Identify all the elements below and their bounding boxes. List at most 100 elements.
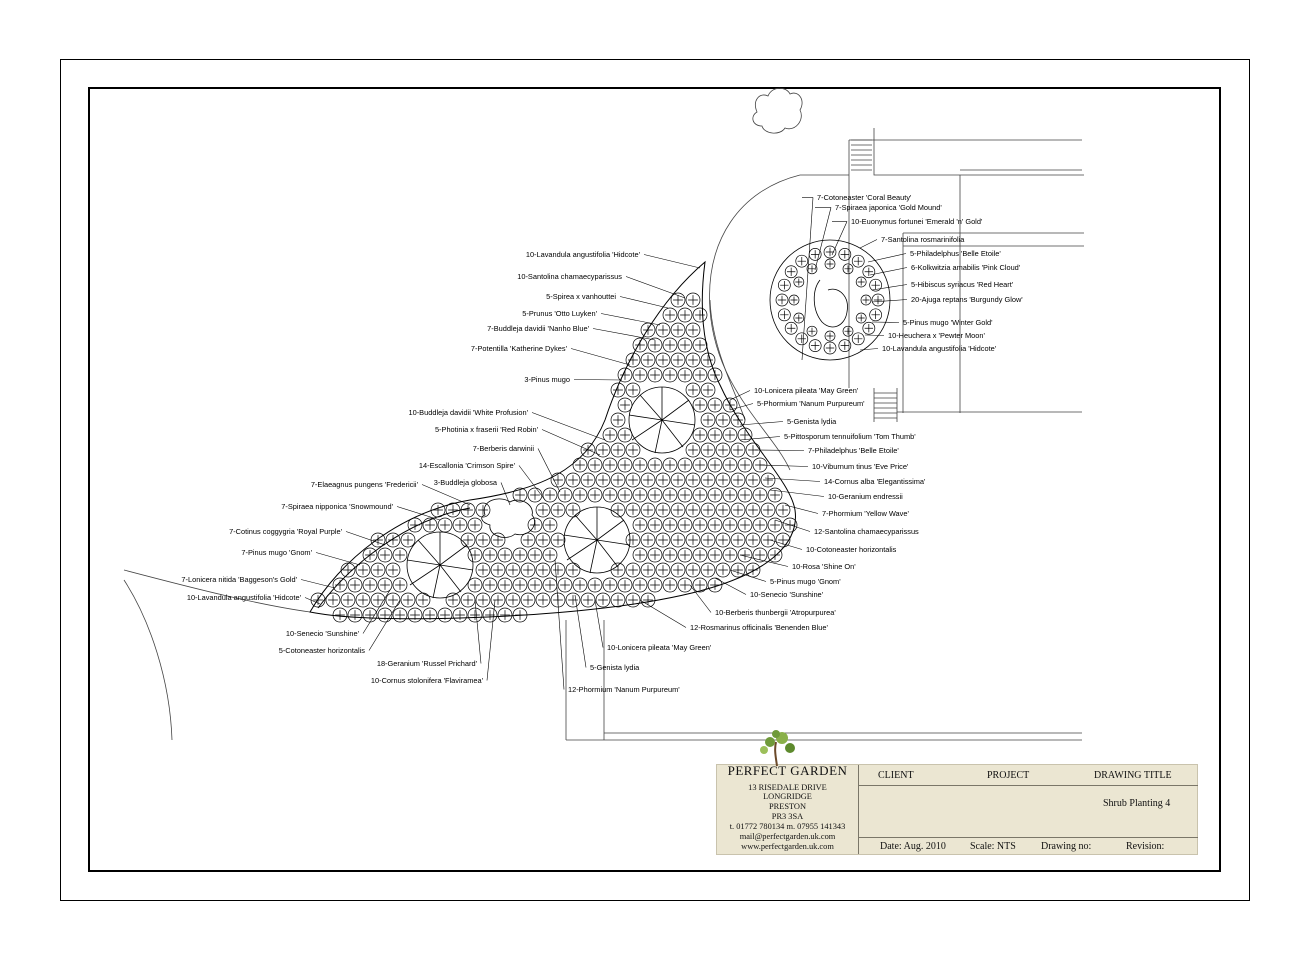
shrub-symbol — [692, 307, 708, 323]
shrub-symbol — [557, 487, 573, 503]
shrub-symbol — [722, 427, 738, 443]
shrub-symbol — [512, 607, 528, 623]
shrub-symbol — [670, 472, 686, 488]
shrub-symbol — [617, 427, 633, 443]
shrub-symbol — [527, 577, 543, 593]
shrub-symbol — [610, 412, 626, 428]
email: mail@perfectgarden.uk.com — [739, 832, 836, 841]
shrub-symbol — [467, 517, 483, 533]
shrub-symbol — [707, 547, 723, 563]
shrub-symbol — [662, 487, 678, 503]
shrub-symbol — [520, 532, 536, 548]
shrub-symbol — [632, 487, 648, 503]
shrub-symbol — [722, 487, 738, 503]
leader-line — [739, 421, 784, 426]
leader-line — [759, 464, 809, 467]
shrub-symbol — [505, 562, 521, 578]
shrub-symbol — [707, 457, 723, 473]
shrub-symbol — [625, 472, 641, 488]
plant-label: 12-Santolina chamaecyparissus — [814, 527, 919, 536]
shrub-symbol — [565, 472, 581, 488]
divider-bottom — [858, 837, 1198, 838]
shrub-symbol — [760, 532, 776, 548]
plant-label: 7-Spiraea japonica 'Gold Mound' — [835, 203, 942, 212]
shrub-symbol — [793, 312, 805, 324]
divider-top — [858, 785, 1198, 786]
leader-lines — [300, 197, 908, 690]
shrub-symbol — [587, 457, 603, 473]
leader-line — [859, 348, 879, 351]
shrub-symbol — [520, 562, 536, 578]
shrub-symbol — [855, 276, 867, 288]
shrub-symbol — [370, 592, 386, 608]
shrub-symbol — [490, 592, 506, 608]
shrub-symbol — [475, 562, 491, 578]
shrub-symbol — [692, 427, 708, 443]
shrub-symbol — [632, 457, 648, 473]
shrub-symbol — [452, 517, 468, 533]
plant-label: 10-Santolina chamaecyparissus — [517, 272, 622, 281]
plant-label: 5-Genista lydia — [787, 417, 837, 426]
shrub-symbol — [670, 562, 686, 578]
shrub-symbol — [692, 517, 708, 533]
shrub-symbol — [806, 325, 818, 337]
shrub-symbol — [685, 472, 701, 488]
shrub-symbol — [565, 592, 581, 608]
shrub-symbol — [737, 547, 753, 563]
shrub-symbol — [775, 293, 789, 307]
shrub-symbol — [347, 607, 363, 623]
shrub-symbol — [745, 532, 761, 548]
leader-line — [345, 531, 386, 546]
shrub-symbol — [655, 532, 671, 548]
leader-line — [500, 482, 511, 506]
shrub-symbol — [869, 278, 883, 292]
leader-line — [594, 599, 604, 648]
leader-line — [754, 449, 805, 451]
shrub-symbol — [700, 562, 716, 578]
shrub-symbol — [640, 322, 656, 338]
shrub-symbol — [784, 321, 798, 335]
leader-line — [537, 448, 561, 493]
shrub-symbol — [625, 502, 641, 518]
shrub-symbol — [497, 547, 513, 563]
leader-line — [486, 599, 496, 681]
shrub-symbol — [565, 562, 581, 578]
plant-label: 7-Lonicera nitida 'Baggeson's Gold' — [181, 575, 297, 584]
shrub-symbol — [730, 472, 746, 488]
plant-label: 20-Ajuga reptans 'Burgundy Glow' — [911, 295, 1023, 304]
leader-line — [774, 519, 811, 532]
shrub-symbol — [842, 263, 854, 275]
shrub-symbol — [707, 427, 723, 443]
shrub-symbol — [632, 547, 648, 563]
shrub-symbol — [808, 247, 822, 261]
shrub-symbol — [512, 547, 528, 563]
shrub-symbol — [715, 442, 731, 458]
shrub-symbol — [602, 577, 618, 593]
leader-line — [871, 321, 900, 323]
shrub-symbol — [677, 487, 693, 503]
shrub-symbol — [715, 532, 731, 548]
circle-bed-shrubs — [775, 245, 885, 355]
shrub-symbol — [647, 337, 663, 353]
leader-line — [739, 554, 789, 567]
shrub-symbol — [737, 487, 753, 503]
shrub-symbol — [647, 517, 663, 533]
shrub-symbol — [752, 517, 768, 533]
shrub-symbol — [685, 352, 701, 368]
shrub-symbol — [625, 562, 641, 578]
tree-pinus-mugo-2 — [563, 506, 631, 574]
shrub-symbol — [617, 367, 633, 383]
shrub-symbol — [512, 577, 528, 593]
shrub-symbol — [610, 382, 626, 398]
shrub-symbol — [640, 502, 656, 518]
shrub-symbol — [340, 592, 356, 608]
shrub-symbol — [512, 487, 528, 503]
shrub-symbol — [677, 307, 693, 323]
shrub-symbol — [565, 502, 581, 518]
trees — [406, 386, 696, 599]
shrub-symbol — [355, 592, 371, 608]
leader-line — [869, 267, 908, 276]
shrub-symbol — [422, 607, 438, 623]
shrub-symbol — [362, 577, 378, 593]
leader-line — [689, 584, 712, 613]
